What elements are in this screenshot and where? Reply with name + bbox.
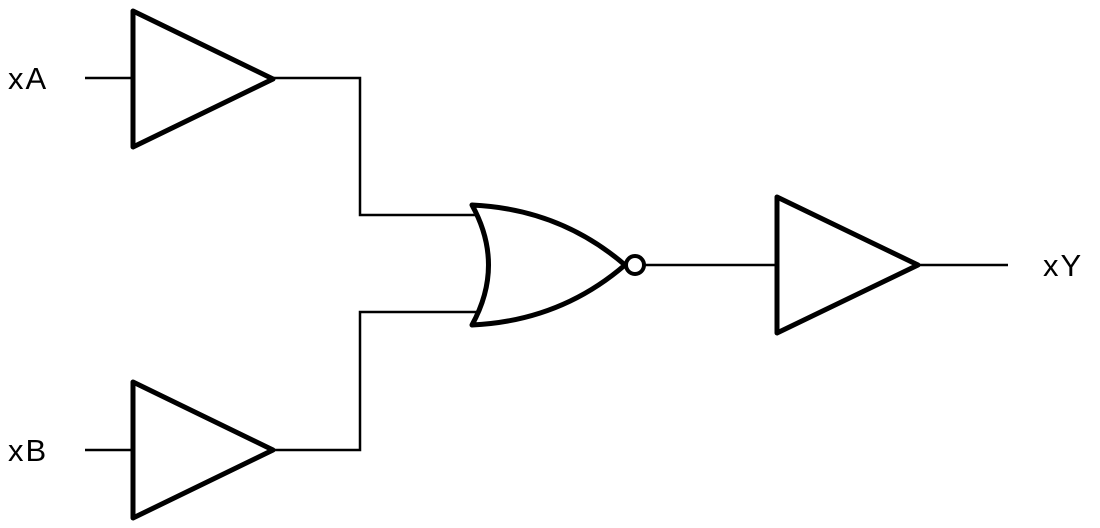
nor-gate-body [469, 202, 628, 328]
buffer-gate-Y [774, 194, 921, 336]
circuit-strokes [85, 8, 1008, 521]
buffer-gate-B [130, 379, 276, 521]
wire-bufferB-to-nor [271, 310, 490, 452]
output-label-xY: xY [1043, 248, 1083, 283]
wire-bufferA-to-nor [271, 76, 490, 217]
buffer-gate-A [130, 8, 276, 150]
input-label-xB: xB [8, 433, 48, 468]
input-label-xA: xA [8, 61, 48, 96]
nor-inversion-bubble-icon [624, 254, 646, 276]
